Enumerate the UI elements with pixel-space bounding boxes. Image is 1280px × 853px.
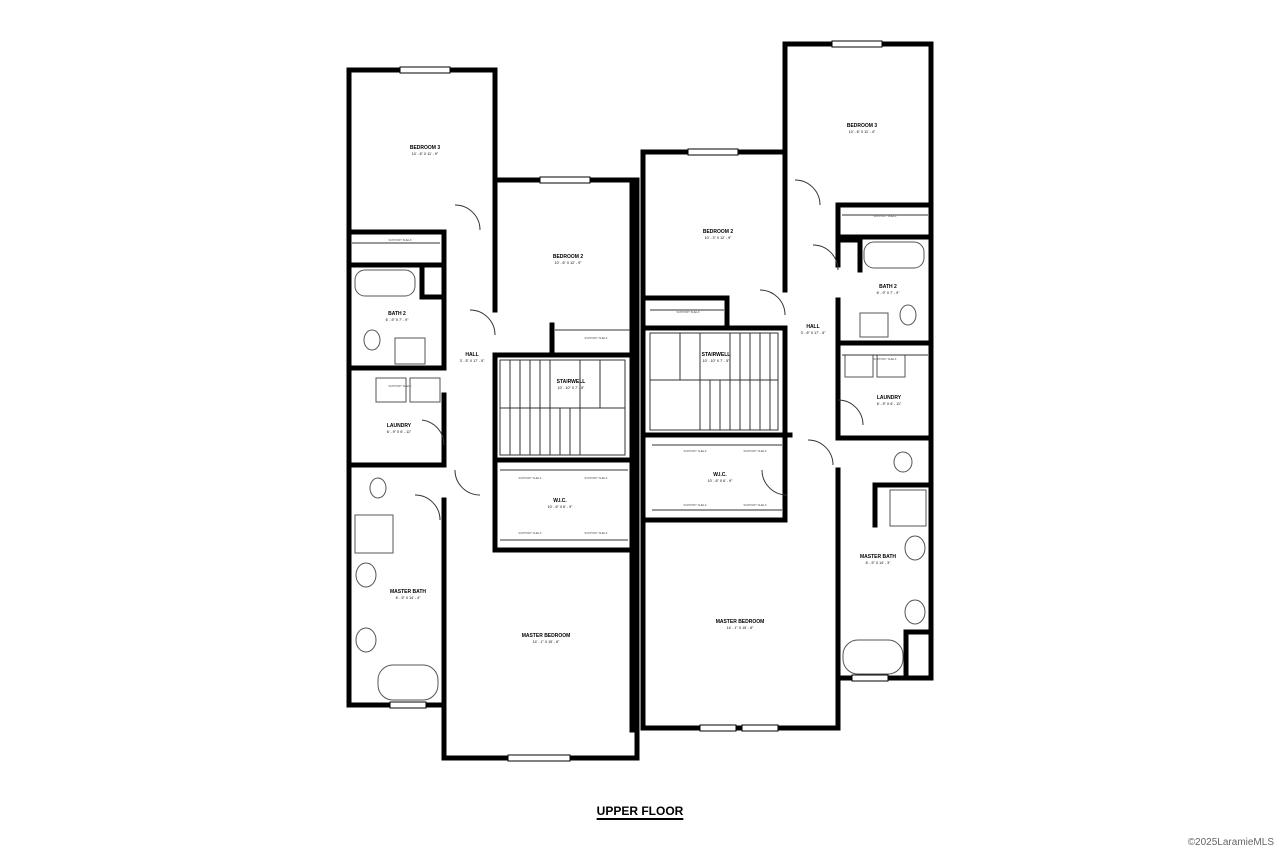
room-name: STAIRWELL bbox=[557, 379, 586, 385]
window bbox=[539, 176, 591, 184]
shelf-label: SUPPORT SHELF bbox=[584, 336, 608, 340]
room-dimensions: 10' - 6" X 6' - 9" bbox=[708, 479, 733, 483]
floor-title: UPPER FLOOR bbox=[596, 804, 684, 818]
shelf-label: SUPPORT SHELF bbox=[873, 357, 897, 361]
room-dimensions: 3' - 6" X 17' - 5" bbox=[801, 331, 826, 335]
sink bbox=[394, 337, 426, 365]
shelf-label: SUPPORT SHELF bbox=[683, 449, 707, 453]
left-unit bbox=[346, 66, 640, 762]
sink bbox=[904, 599, 926, 625]
room-dimensions: 6' - 9" X 7' - 9" bbox=[877, 291, 900, 295]
room-name: LAUNDRY bbox=[877, 395, 902, 401]
shelf-label: SUPPORT SHELF bbox=[743, 503, 767, 507]
shelf-label: SUPPORT SHELF bbox=[743, 449, 767, 453]
shelf-label: SUPPORT SHELF bbox=[676, 310, 700, 314]
bathtub bbox=[377, 664, 439, 701]
window bbox=[699, 724, 737, 732]
room-dimensions: 6' - 5" X 14' - 4" bbox=[396, 596, 421, 600]
right-room-labels: BEDROOM 3 10' - 6" X 11' - 4" BEDROOM 2 … bbox=[676, 123, 902, 630]
stairs bbox=[649, 332, 779, 431]
room-dimensions: 6' - 5" X 6' - 11" bbox=[877, 402, 902, 406]
bathtub bbox=[842, 639, 904, 675]
shower bbox=[889, 489, 927, 527]
washer bbox=[844, 354, 874, 378]
window bbox=[389, 701, 427, 709]
room-name: MASTER BATH bbox=[390, 589, 426, 595]
room-name: HALL bbox=[806, 324, 819, 330]
room-dimensions: 10' - 10" X 7' - 5" bbox=[558, 386, 585, 390]
room-dimensions: 6' - 5" X 14' - 3" bbox=[866, 561, 891, 565]
shelf-label: SUPPORT SHELF bbox=[518, 476, 542, 480]
shelf-label: SUPPORT SHELF bbox=[518, 531, 542, 535]
room-name: BEDROOM 2 bbox=[553, 254, 584, 260]
room-dimensions: 6' - 5" X 7' - 9" bbox=[386, 318, 409, 322]
room-dimensions: 3' - 5" X 17' - 5" bbox=[460, 359, 485, 363]
room-dimensions: 10' - 3" X 12' - 9" bbox=[705, 236, 732, 240]
window bbox=[741, 724, 779, 732]
shelf-label: SUPPORT SHELF bbox=[388, 238, 412, 242]
room-dimensions: 10' - 6" X 11' - 9" bbox=[412, 152, 439, 156]
right-unit bbox=[640, 40, 934, 732]
room-dimensions: 10' - 6" X 12' - 9" bbox=[555, 261, 582, 265]
sink bbox=[355, 627, 377, 653]
room-dimensions: 10' - 6" X 6' - 9" bbox=[548, 505, 573, 509]
room-dimensions: 6' - 9" X 6' - 11" bbox=[387, 430, 412, 434]
room-name: LAUNDRY bbox=[387, 423, 412, 429]
room-name: BEDROOM 2 bbox=[703, 229, 734, 235]
room-name: HALL bbox=[465, 352, 478, 358]
room-name: BATH 2 bbox=[388, 311, 406, 317]
room-name: W.I.C. bbox=[553, 498, 567, 504]
sink bbox=[904, 535, 926, 561]
window bbox=[399, 66, 451, 74]
shelf-label: SUPPORT SHELF bbox=[584, 531, 608, 535]
sink bbox=[355, 562, 377, 588]
shower bbox=[354, 514, 394, 554]
room-name: MASTER BEDROOM bbox=[522, 633, 571, 639]
toilet bbox=[369, 477, 387, 499]
toilet bbox=[893, 451, 913, 473]
room-dimensions: 14' - 1" X 15' - 6" bbox=[727, 626, 754, 630]
room-name: BATH 2 bbox=[879, 284, 897, 290]
shelf-label: SUPPORT SHELF bbox=[388, 384, 412, 388]
sink bbox=[859, 312, 889, 338]
left-room-labels: BEDROOM 3 10' - 6" X 11' - 9" BEDROOM 2 … bbox=[386, 145, 608, 644]
toilet bbox=[899, 304, 917, 326]
window bbox=[831, 40, 883, 48]
shelf-label: SUPPORT SHELF bbox=[873, 214, 897, 218]
window bbox=[507, 754, 571, 762]
bathtub bbox=[354, 269, 416, 297]
window bbox=[851, 674, 889, 682]
shelf-label: SUPPORT SHELF bbox=[584, 476, 608, 480]
washer bbox=[375, 377, 407, 403]
room-name: BEDROOM 3 bbox=[847, 123, 878, 129]
room-dimensions: 14' - 1" X 15' - 6" bbox=[533, 640, 560, 644]
toilet bbox=[363, 329, 381, 351]
room-name: MASTER BEDROOM bbox=[716, 619, 765, 625]
bathtub bbox=[863, 241, 925, 269]
copyright-watermark: ©2025LaramieMLS bbox=[1187, 837, 1274, 848]
room-name: MASTER BATH bbox=[860, 554, 896, 560]
window bbox=[687, 148, 739, 156]
room-dimensions: 10' - 6" X 11' - 4" bbox=[849, 130, 876, 134]
room-name: W.I.C. bbox=[713, 472, 727, 478]
room-name: BEDROOM 3 bbox=[410, 145, 441, 151]
room-dimensions: 10' - 10" X 7' - 5" bbox=[703, 359, 730, 363]
dryer bbox=[409, 377, 441, 403]
shelf-label: SUPPORT SHELF bbox=[683, 503, 707, 507]
room-name: STAIRWELL bbox=[702, 352, 731, 358]
